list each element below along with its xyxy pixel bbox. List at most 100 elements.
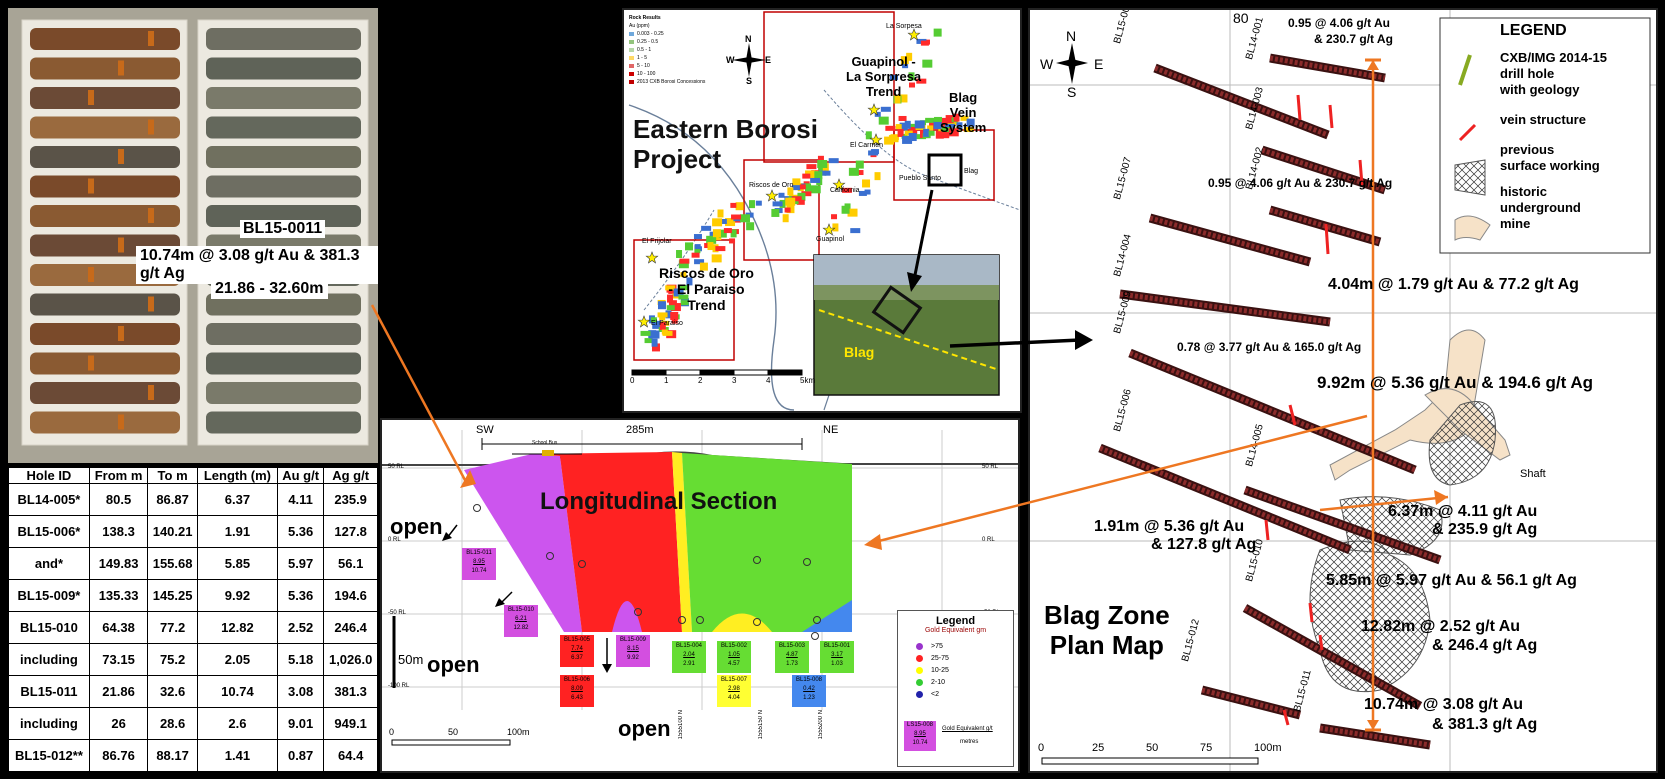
table-cell: 1.91 [196, 515, 278, 548]
table-cell: 26 [88, 707, 149, 740]
anomaly-sample [909, 126, 918, 135]
table-cell: 149.83 [88, 547, 149, 580]
core-run [206, 264, 361, 286]
table-cell: 3.08 [276, 675, 325, 708]
core-run [206, 57, 361, 80]
core-block-tag [148, 208, 154, 223]
prospect-star-icon [832, 178, 846, 191]
table-cell: 9.01 [276, 707, 325, 740]
prospect-star-icon [907, 28, 921, 41]
anomaly-sample [748, 200, 755, 209]
anomaly-sample [678, 260, 689, 269]
scale-segment [665, 369, 701, 376]
drill-hole-geology [1319, 725, 1431, 748]
table-header-row: Hole ID From m To m Length (m) Au g/t Ag… [8, 467, 378, 484]
table-cell: 73.15 [88, 643, 149, 676]
anomaly-sample [966, 118, 975, 127]
table-cell: 77.2 [147, 611, 198, 644]
vein-structure [1358, 159, 1364, 186]
core-run [206, 352, 361, 375]
anomaly-sample [874, 172, 881, 181]
regional-map-canvas [624, 10, 1020, 411]
drill-results-table: Hole ID From m To m Length (m) Au g/t Ag… [8, 467, 378, 772]
table-cell: BL15-010 [8, 611, 90, 644]
anomaly-sample [717, 209, 724, 218]
anomaly-sample [897, 94, 908, 103]
table-cell: 86.76 [88, 739, 149, 772]
table-cell: 127.8 [323, 515, 378, 548]
anomaly-sample [943, 130, 950, 139]
anomaly-sample [906, 52, 913, 61]
table-cell: 155.68 [147, 547, 198, 580]
anomaly-sample [897, 128, 904, 137]
anomaly-sample [680, 272, 687, 278]
anomaly-sample [699, 262, 708, 271]
anomaly-sample [739, 214, 750, 223]
anomaly-sample [651, 343, 660, 352]
anomaly-sample [730, 229, 737, 238]
anomaly-sample [895, 124, 902, 130]
table-cell: 138.3 [88, 515, 149, 548]
table-cell: and* [8, 547, 90, 580]
core-run [30, 205, 180, 227]
anomaly-sample [956, 122, 963, 131]
anomaly-sample [858, 190, 867, 196]
anomaly-sample [715, 246, 726, 252]
anomaly-sample [908, 133, 917, 142]
anomaly-sample [730, 202, 737, 208]
anomaly-sample [865, 131, 872, 140]
anomaly-sample [940, 117, 951, 126]
anomaly-sample [802, 173, 811, 179]
anomaly-sample [659, 315, 666, 321]
table-cell: 381.3 [323, 675, 378, 708]
anomaly-sample [684, 242, 693, 251]
core-run [206, 175, 361, 198]
core-run [30, 28, 180, 50]
core-box-photo-image [8, 8, 378, 463]
table-cell: 5.85 [196, 547, 278, 580]
table-cell: 1,026.0 [323, 643, 378, 676]
anomaly-sample [848, 167, 859, 176]
prospect-star-icon [867, 103, 881, 116]
table-cell: 194.6 [323, 579, 378, 612]
table-cell: 9.92 [196, 579, 278, 612]
table-cell: 5.18 [276, 643, 325, 676]
anomaly-sample [729, 238, 736, 244]
column-header: From m [88, 467, 149, 484]
drill-hole-geology [1243, 605, 1422, 709]
core-run [206, 293, 361, 316]
anomaly-sample [725, 218, 736, 227]
vein-structure [1282, 709, 1290, 726]
anomaly-sample [933, 121, 942, 130]
anomaly-sample [704, 243, 711, 249]
anomaly-sample [679, 258, 690, 264]
anomaly-sample [934, 116, 943, 122]
anomaly-sample [923, 128, 930, 137]
anomaly-sample [694, 245, 701, 254]
anomaly-sample [691, 252, 700, 258]
drill-hole-geology [1149, 215, 1311, 265]
anomaly-sample [718, 229, 727, 238]
anomaly-sample [922, 59, 933, 68]
table-cell: BL15-006* [8, 515, 90, 548]
anomaly-sample [889, 74, 898, 80]
anomaly-sample [723, 228, 732, 234]
table-cell: 2.52 [276, 611, 325, 644]
table-cell: 246.4 [323, 611, 378, 644]
table-cell: 88.17 [147, 739, 198, 772]
anomaly-sample [694, 259, 705, 265]
core-block-tag [88, 178, 94, 194]
vein-structure [1318, 634, 1324, 651]
scale-segment [631, 369, 667, 376]
anomaly-sample [847, 208, 858, 217]
core-block-tag [88, 267, 94, 282]
anomaly-sample [651, 338, 658, 347]
anomaly-sample [862, 179, 871, 188]
anomaly-sample [755, 200, 762, 206]
drill-hole-geology [1154, 65, 1329, 138]
